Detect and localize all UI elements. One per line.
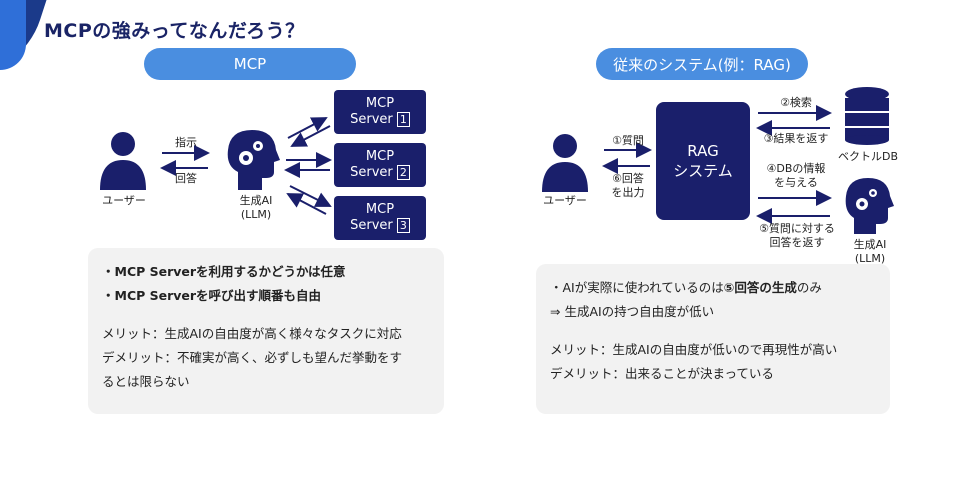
give-db-label-1: ④DBの情報 <box>766 162 826 175</box>
user-icon <box>100 132 146 190</box>
rag-bullet-1: ・AIが実際に使われているのは⑤回答の生成のみ <box>550 280 822 295</box>
page-title: MCPの強みってなんだろう？ <box>44 20 305 42</box>
question-label: ①質問 <box>612 134 644 147</box>
server-line1: MCP <box>365 96 395 111</box>
instruct-label: 指示 <box>175 136 197 149</box>
return-answer-label-1: ⑤質問に対する <box>759 222 835 235</box>
output-label-2: を出力 <box>611 186 645 199</box>
mcp-server-1: MCP Server 1 <box>334 90 426 134</box>
rag-merit: メリット：生成AIの自由度が低いので再現性が高い <box>550 342 838 357</box>
mcp-demerit-1: デメリット：不確実が高く、必ずしも望んだ挙動をす <box>102 350 403 365</box>
right-ai-label-2: (LLM) <box>854 252 886 265</box>
ai-head-icon <box>227 130 280 190</box>
mcp-server-2: MCP Server 2 <box>334 143 426 187</box>
from-server1-arrow <box>290 125 331 147</box>
user-icon <box>542 134 588 192</box>
database-icon <box>845 87 889 145</box>
rag-summary-card: ・AIが実際に使われているのは⑤回答の生成のみ ⇒ 生成AIの持つ自由度が低い … <box>536 264 890 414</box>
right-ai-label-1: 生成AI <box>853 238 887 251</box>
to-server3-arrow <box>289 185 332 207</box>
server-line1: MCP <box>365 149 395 164</box>
rag-pill: 従来のシステム(例：RAG) <box>596 48 808 80</box>
mcp-bullet-1: ・MCP Serverを利用するかどうかは任意 <box>102 264 346 279</box>
return-answer-label-2: 回答を返す <box>769 236 825 249</box>
server-line2: Server 2 <box>350 165 410 181</box>
output-label-1: ⑥回答 <box>612 172 644 185</box>
mcp-demerit-2: るとは限らない <box>102 374 190 389</box>
db-label: ベクトルDB <box>837 150 899 163</box>
user-label: ユーザー <box>102 194 146 207</box>
rag-line-2: ⇒ 生成AIの持つ自由度が低い <box>550 304 715 319</box>
rag-demerit: デメリット：出来ることが決まっている <box>550 366 774 381</box>
mcp-pill: MCP <box>144 48 356 80</box>
server-line2: Server 3 <box>350 218 410 234</box>
rag-line1: RAG <box>687 142 719 160</box>
rag-system-box: RAG システム <box>656 102 750 220</box>
give-db-label-2: を与える <box>774 176 818 189</box>
server-line1: MCP <box>365 202 395 217</box>
server-line2: Server 1 <box>350 112 410 128</box>
ai-label-2: (LLM) <box>240 208 272 221</box>
corner-accent <box>0 0 26 70</box>
ai-label-1: 生成AI <box>239 194 273 207</box>
to-server1-arrow <box>287 117 328 139</box>
search-label: ②検索 <box>780 96 812 109</box>
mcp-summary-card: ・MCP Serverを利用するかどうかは任意 ・MCP Serverを呼び出す… <box>88 248 444 414</box>
rag-line2: システム <box>673 162 733 180</box>
result-label: ③結果を返す <box>763 132 829 145</box>
answer-label: 回答 <box>175 172 197 185</box>
mcp-merit: メリット：生成AIの自由度が高く様々なタスクに対応 <box>102 326 402 341</box>
ai-head-icon <box>845 178 894 234</box>
mcp-server-3: MCP Server 3 <box>334 196 426 240</box>
from-server3-arrow <box>286 193 327 215</box>
right-user-label: ユーザー <box>543 194 587 207</box>
mcp-bullet-2: ・MCP Serverを呼び出す順番も自由 <box>102 288 322 303</box>
